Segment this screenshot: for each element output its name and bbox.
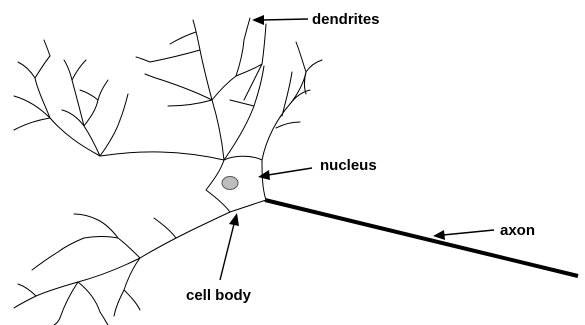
dendrites-pointer — [252, 15, 308, 25]
axon-label: axon — [500, 222, 535, 239]
nucleus — [222, 177, 238, 190]
dendrite-branch-top — [136, 18, 266, 160]
nucleus-pointer — [258, 168, 312, 180]
nucleus-label: nucleus — [320, 157, 377, 174]
cell-body-label: cell body — [186, 287, 252, 304]
dendrites-label: dendrites — [312, 11, 380, 28]
cell-body-pointer — [220, 213, 239, 280]
dendrite-branch-right — [262, 42, 322, 160]
dendrite-branch-lower-left — [14, 212, 230, 325]
axon-pointer — [433, 230, 494, 240]
dendrite-branch-upper-left — [14, 40, 224, 160]
